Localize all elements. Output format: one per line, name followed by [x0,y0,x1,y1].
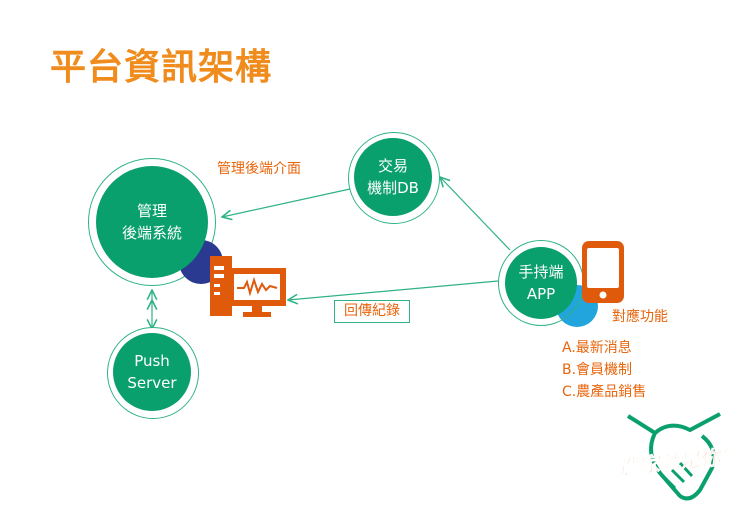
node-label: 後端系統 [121,224,182,242]
functions-label: 對應功能 [612,309,668,325]
arrow-app-to-computer [288,280,499,300]
handshake-logo: 農家就是你家 [620,412,730,501]
node-label: 交易 [377,157,408,175]
node-label: 手持端 [518,263,564,281]
function-item: B.會員機制 [562,362,633,378]
node-label: 機制DB [367,179,419,197]
arrow-app-to-db [440,177,511,251]
node-label: 管理 [136,202,167,220]
smartphone-icon [582,241,624,303]
transaction-db-node: 交易 機制DB [354,138,432,216]
return-records-label: 回傳紀錄 [334,300,410,323]
function-item: A.最新消息 [562,340,632,356]
admin-system-node: 管理 後端系統 [96,166,208,278]
node-label: APP [526,285,556,303]
node-label: Push [134,352,170,370]
computer-monitor-icon [210,256,286,317]
page-title: 平台資訊架構 [50,47,273,88]
arrow-db-to-admin [222,188,351,217]
function-item: C.農產品銷售 [562,384,647,400]
admin-interface-label: 管理後端介面 [217,161,301,177]
function-list: A.最新消息 B.會員機制 C.農產品銷售 [562,337,646,403]
mobile-app-node: 手持端 APP [505,247,577,319]
node-label: Server [127,374,177,392]
push-server-node: Push Server [113,333,191,411]
